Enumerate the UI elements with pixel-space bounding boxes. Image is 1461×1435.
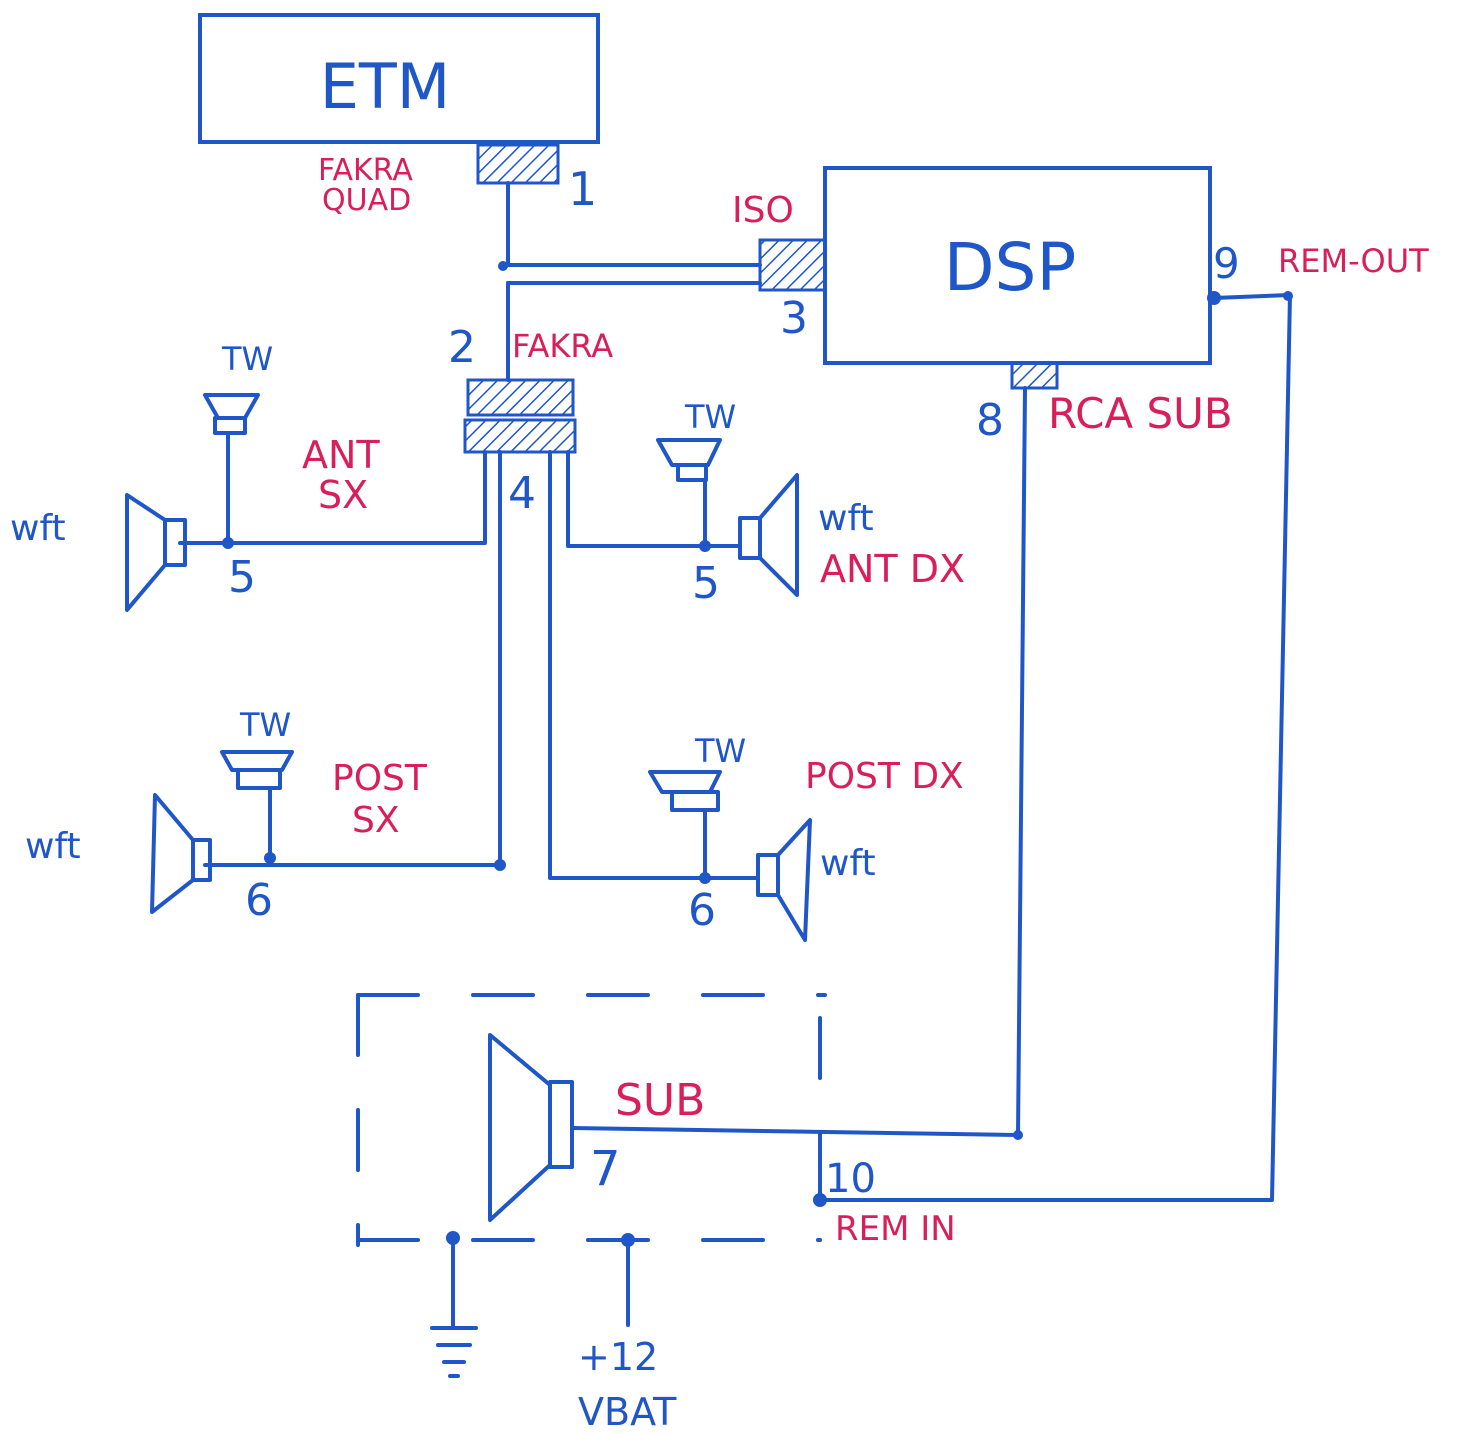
iso-connector: ISO 3 [732, 190, 827, 344]
sub-label: SUB [615, 1075, 705, 1126]
etm-label: ETM [320, 50, 451, 123]
dsp-block: DSP [823, 166, 1212, 365]
plus12-label: +12 [578, 1335, 658, 1379]
pin-1-label: 1 [568, 162, 597, 216]
post-dx-wft-label: wft [820, 843, 876, 884]
iso-label: ISO [732, 190, 794, 231]
etm-block: ETM [198, 13, 600, 144]
pin-10-label: 10 [825, 1156, 876, 1202]
ant-sx-label-1: ANT [302, 433, 380, 477]
speaker-post-sx: TW wft 6 POST SX [25, 706, 428, 926]
pin-8-label: 8 [976, 395, 1004, 446]
speaker-post-dx: TW wft 6 POST DX [648, 732, 964, 942]
rca-sub-connector: 8 RCA SUB [976, 361, 1233, 446]
rem-in-label: REM IN [835, 1209, 956, 1249]
post-sx-tw-label: TW [239, 706, 291, 744]
pin-9-label: 9 [1213, 239, 1240, 288]
pin-6a-label: 6 [245, 875, 273, 926]
pin-2-label: 2 [448, 322, 476, 373]
post-sx-label-2: SX [352, 800, 400, 841]
speaker-sub: SUB 7 10 REM IN [488, 1033, 956, 1249]
pin-5a-label: 5 [228, 552, 256, 603]
sub-enclosure [356, 993, 827, 1247]
ant-sx-label-2: SX [318, 473, 368, 517]
post-sx-wft-label: wft [25, 826, 81, 867]
fakra-connector: 2 FAKRA 4 [448, 322, 613, 519]
pin-4-label: 4 [508, 468, 536, 519]
post-dx-label: POST DX [805, 756, 964, 797]
ant-sx-tw-label: TW [221, 340, 273, 378]
wiring [178, 181, 1293, 1207]
fakra-quad-label-2: QUAD [322, 183, 411, 218]
post-dx-tw-label: TW [694, 732, 746, 770]
rem-out-terminal: 9 REM-OUT [1207, 239, 1429, 305]
fakra-quad-label-1: FAKRA [318, 153, 413, 188]
pin-6b-label: 6 [688, 885, 716, 936]
speaker-ant-sx: TW wft 5 ANT SX [10, 340, 380, 612]
vbat-label: VBAT [578, 1390, 677, 1434]
pin-5b-label: 5 [692, 558, 720, 609]
speaker-ant-dx: TW wft 5 ANT DX [656, 398, 965, 609]
ant-dx-label: ANT DX [820, 547, 965, 591]
power-supply: +12 VBAT [430, 1231, 677, 1434]
ant-sx-wft-label: wft [10, 508, 66, 549]
ant-dx-wft-label: wft [818, 498, 874, 539]
ant-dx-tw-label: TW [684, 398, 736, 436]
dsp-label: DSP [944, 229, 1077, 306]
pin-3-label: 3 [780, 293, 808, 344]
post-sx-label-1: POST [332, 758, 428, 799]
fakra-quad-connector: FAKRA QUAD 1 [318, 143, 597, 218]
rca-sub-label: RCA SUB [1048, 389, 1233, 438]
rem-out-label: REM-OUT [1278, 242, 1429, 280]
pin-7-label: 7 [590, 1141, 621, 1197]
fakra-label: FAKRA [512, 327, 613, 365]
